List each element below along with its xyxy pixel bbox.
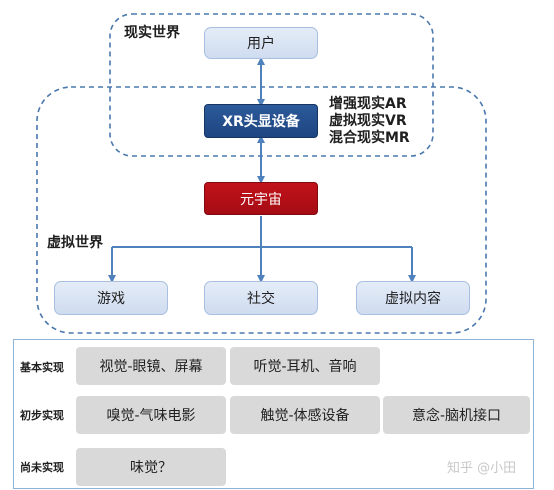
social-node: 社交 — [204, 281, 318, 315]
virtual-world-label: 虚拟世界 — [47, 235, 103, 251]
cell-taste: 味觉？ — [76, 448, 226, 486]
realization-table: 基本实现 视觉-眼镜、屏幕 听觉-耳机、音响 初步实现 嗅觉-气味电影 触觉-体… — [13, 339, 534, 489]
cell-smell: 嗅觉-气味电影 — [76, 396, 226, 434]
xr-types-list: 增强现实AR 虚拟现实VR 混合现实MR — [329, 96, 410, 147]
watermark: 知乎 @小田 — [447, 461, 517, 476]
row-label-preliminary: 初步实现 — [20, 409, 64, 422]
row-label-not-yet: 尚未实现 — [20, 461, 64, 474]
xr-type-mr: 混合现实MR — [329, 130, 410, 146]
games-node: 游戏 — [54, 281, 168, 315]
metaverse-node: 元宇宙 — [204, 182, 318, 215]
cell-mind: 意念-脑机接口 — [383, 396, 530, 434]
cell-touch: 触觉-体感设备 — [230, 396, 380, 434]
xr-type-vr: 虚拟现实VR — [329, 113, 407, 129]
cell-hearing: 听觉-耳机、音响 — [230, 347, 380, 385]
cell-vision: 视觉-眼镜、屏幕 — [76, 347, 226, 385]
virtual-content-node: 虚拟内容 — [356, 281, 470, 315]
user-node: 用户 — [204, 27, 318, 59]
xr-type-ar: 增强现实AR — [329, 96, 407, 112]
row-label-basic: 基本实现 — [20, 361, 64, 374]
real-world-region-border — [109, 13, 434, 157]
xr-device-node: XR头显设备 — [204, 104, 318, 138]
real-world-label: 现实世界 — [124, 25, 180, 41]
